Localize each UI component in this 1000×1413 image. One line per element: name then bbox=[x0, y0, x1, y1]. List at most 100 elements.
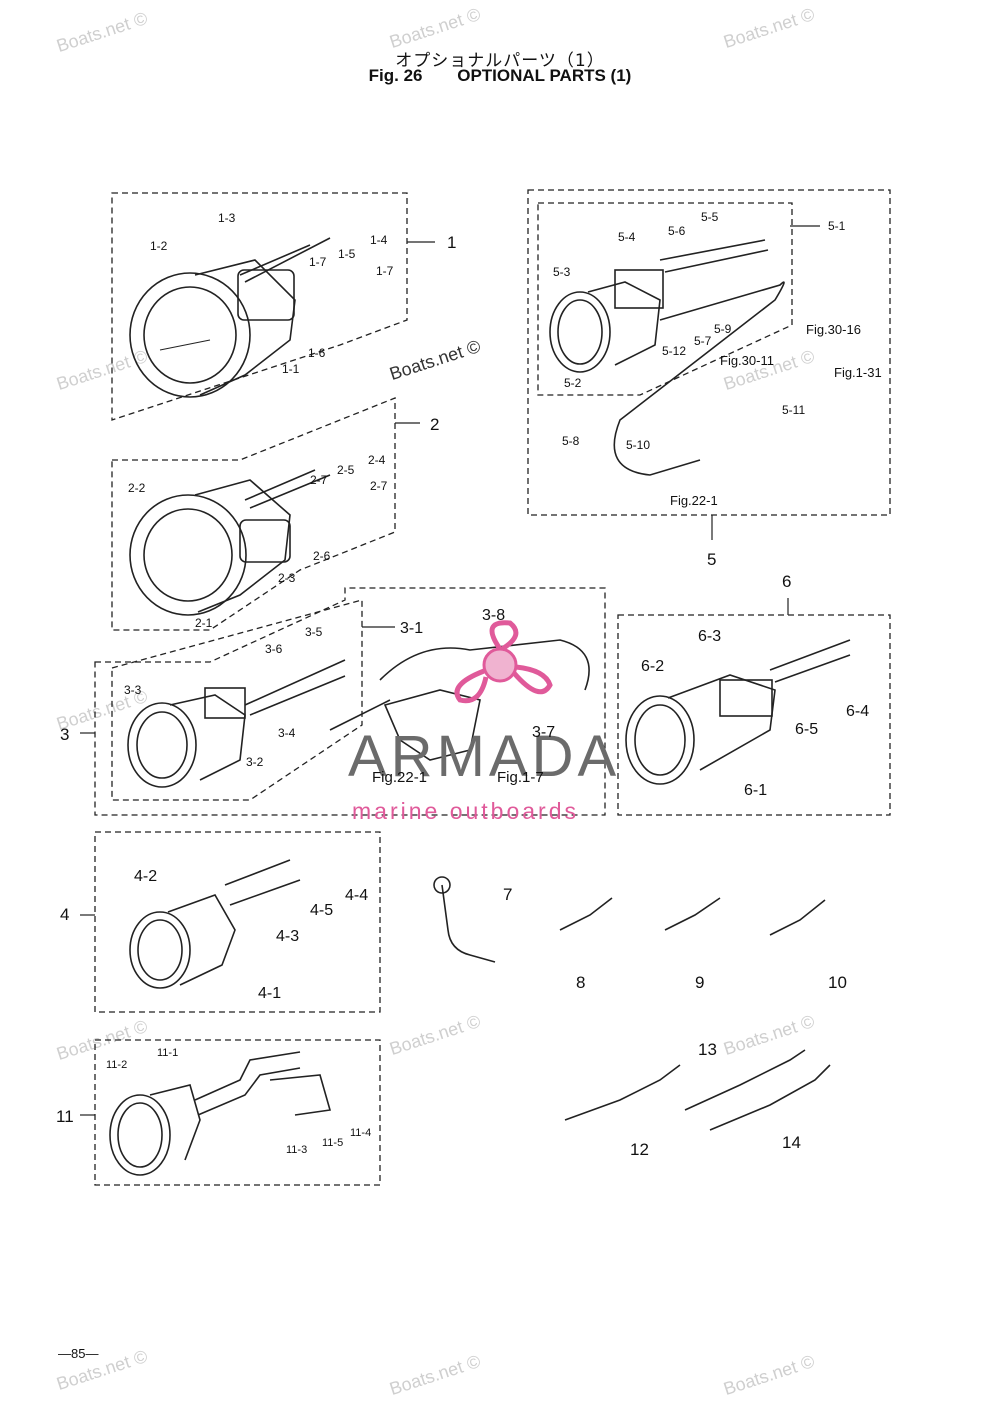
part-label: 5-10 bbox=[626, 438, 650, 452]
figure-caption: OPTIONAL PARTS (1) bbox=[457, 66, 632, 85]
gauge-11 bbox=[109, 1051, 332, 1176]
part-label: 11-3 bbox=[286, 1144, 307, 1156]
part-label: 2-3 bbox=[278, 571, 296, 585]
part-label: 1-7 bbox=[309, 255, 327, 269]
part-label: 1-3 bbox=[218, 211, 236, 225]
part-label: 2-4 bbox=[368, 453, 386, 467]
part-label: 6-1 bbox=[744, 782, 767, 799]
part-label: 5-1 bbox=[828, 219, 846, 233]
figure-number: Fig. 26 bbox=[368, 66, 423, 85]
figure-reference: Fig.1-31 bbox=[834, 365, 882, 380]
part-label: 2-7 bbox=[370, 479, 388, 493]
part-label: 3-5 bbox=[305, 625, 323, 639]
group-number-4: 4 bbox=[60, 905, 69, 924]
part-7-sketch bbox=[441, 884, 496, 963]
part-label: 3-1 bbox=[400, 620, 423, 637]
part-label: 5-6 bbox=[668, 224, 686, 238]
gauge-6 bbox=[625, 639, 851, 785]
figure-reference: Fig.22-1 bbox=[670, 493, 718, 508]
group-5-inner-box bbox=[537, 202, 793, 396]
part-label: 6-3 bbox=[698, 628, 721, 645]
part-label: 2-2 bbox=[128, 481, 146, 495]
bracket-sketch bbox=[383, 689, 481, 761]
figure-reference: Fig.30-11 bbox=[720, 353, 774, 368]
gauge-drawings bbox=[109, 237, 851, 1176]
part-label: 13 bbox=[698, 1040, 717, 1059]
figure-title: Fig. 26 OPTIONAL PARTS (1) bbox=[0, 66, 1000, 86]
gauge-3 bbox=[127, 659, 346, 788]
gauge-1 bbox=[129, 237, 331, 398]
part-label: 5-8 bbox=[562, 434, 580, 448]
part-label: 5-2 bbox=[564, 376, 582, 390]
part-label: 11-2 bbox=[106, 1059, 127, 1071]
part-label: 7 bbox=[503, 885, 512, 904]
part-label: 3-6 bbox=[265, 642, 283, 656]
part-label: 5-3 bbox=[553, 265, 571, 279]
part-label: 11-1 bbox=[157, 1047, 178, 1059]
cable-3-4 bbox=[329, 699, 391, 731]
group-number-2: 2 bbox=[430, 415, 439, 434]
page-number: —85— bbox=[58, 1346, 99, 1361]
japanese-title: オプショナルパーツ（1） bbox=[395, 51, 605, 71]
part-8-sketch bbox=[559, 897, 613, 931]
group-5-box bbox=[527, 189, 891, 516]
part-12-sketch bbox=[564, 1064, 681, 1121]
part-label: 6-4 bbox=[846, 703, 869, 720]
group-number-11: 11 bbox=[56, 1107, 74, 1126]
part-label: 3-2 bbox=[246, 755, 264, 769]
part-label: 3-7 bbox=[532, 724, 555, 741]
part-label: 3-3 bbox=[124, 683, 142, 697]
part-9-sketch bbox=[664, 897, 721, 931]
part-label: 6-2 bbox=[641, 658, 664, 675]
group-11-box bbox=[94, 1039, 381, 1186]
part-label: 5-7 bbox=[694, 334, 712, 348]
part-label: 1-6 bbox=[308, 346, 326, 360]
group-3-inner-box bbox=[111, 599, 363, 801]
part-label: 5-5 bbox=[701, 210, 719, 224]
part-label: 1-7 bbox=[376, 264, 394, 278]
part-label: 4-4 bbox=[345, 887, 368, 904]
part-7-knob bbox=[433, 876, 451, 894]
figure-reference: Fig.30-16 bbox=[806, 322, 861, 337]
part-label: 11-5 bbox=[322, 1137, 343, 1149]
gauge-2 bbox=[129, 469, 331, 616]
group-number-3: 3 bbox=[60, 725, 69, 744]
gauge-4 bbox=[129, 859, 301, 989]
part-label: 6-5 bbox=[795, 721, 818, 738]
part-label: 4-1 bbox=[258, 985, 281, 1002]
part-label: 11-4 bbox=[350, 1127, 371, 1139]
figure-reference: Fig.22-1 bbox=[372, 769, 427, 786]
part-label: 2-6 bbox=[313, 549, 331, 563]
group-number-1: 1 bbox=[447, 233, 456, 252]
part-label: 4-3 bbox=[276, 928, 299, 945]
part-label: 10 bbox=[828, 973, 847, 992]
part-label: 5-12 bbox=[662, 344, 686, 358]
leader-lines bbox=[80, 225, 820, 1116]
part-label: 3-4 bbox=[278, 726, 296, 740]
group-6-box bbox=[617, 614, 891, 816]
logo-tagline: marine outboards bbox=[352, 798, 579, 824]
part-label: 1-5 bbox=[338, 247, 356, 261]
group-number-5: 5 bbox=[707, 550, 716, 569]
part-label: 3-8 bbox=[482, 607, 505, 624]
group-1-box bbox=[111, 192, 408, 421]
part-label: 2-7 bbox=[310, 473, 328, 487]
part-label: 4-2 bbox=[134, 868, 157, 885]
part-label: 1-2 bbox=[150, 239, 168, 253]
cable-3-8 bbox=[379, 639, 590, 691]
part-10-sketch bbox=[769, 899, 826, 936]
part-14-sketch bbox=[709, 1064, 831, 1131]
figure-reference: Fig.1-7 bbox=[497, 769, 544, 786]
part-label: 8 bbox=[576, 973, 585, 992]
part-label: 5-11 bbox=[782, 403, 805, 417]
group-boxes bbox=[94, 189, 891, 1186]
logo-wordmark: ARMADA bbox=[348, 724, 621, 789]
part-label: 5-9 bbox=[714, 322, 732, 336]
group-4-box bbox=[94, 831, 381, 1013]
part-label: 2-5 bbox=[337, 463, 355, 477]
part-13-sketch bbox=[684, 1049, 806, 1111]
part-label: 14 bbox=[782, 1133, 801, 1152]
